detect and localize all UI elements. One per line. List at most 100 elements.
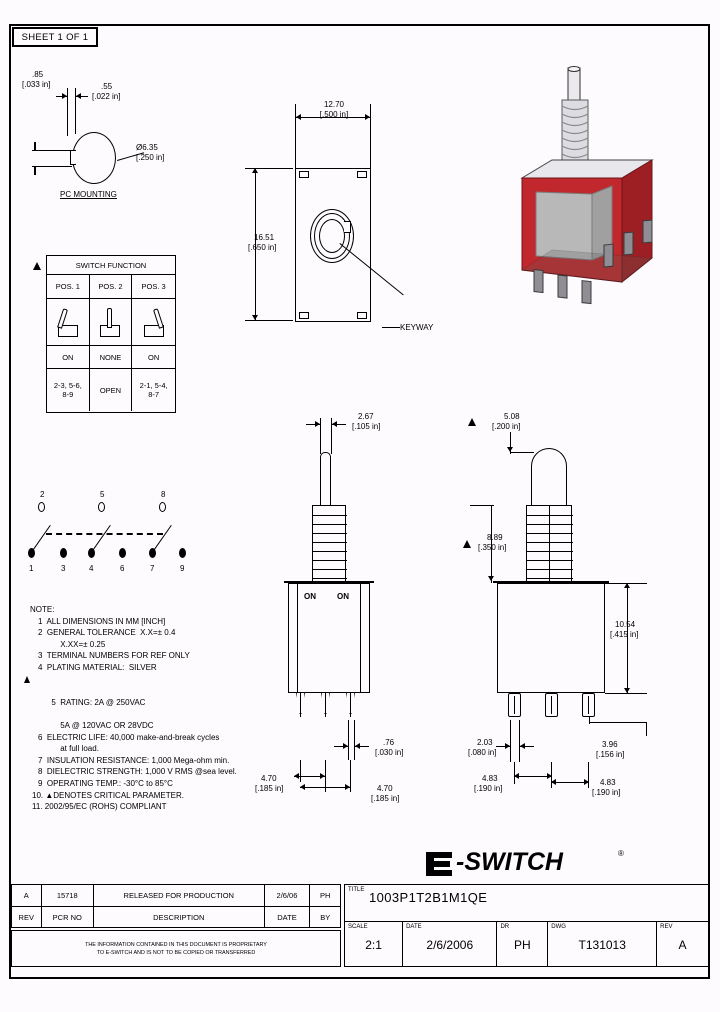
side-term-l-tick-left (589, 716, 590, 724)
side-term-arrow-right (520, 743, 525, 749)
title-value: 1003P1T2B1M1QE (369, 890, 488, 905)
side-term-l-dim-line (589, 722, 647, 723)
front-lever-dim-line-left (306, 424, 320, 425)
pcm-arrow-left-b (76, 93, 81, 99)
top-width-arrow-left (296, 114, 301, 120)
function-table-pos3-circuits: 2-1, 5-4, 8-7 (139, 381, 168, 399)
revision-rev-value: A (12, 885, 42, 906)
front-view-terminal-lead-3 (350, 693, 351, 717)
side-pitch2-arrow-right (584, 779, 589, 785)
top-view-bushing-ring-mid (314, 213, 350, 259)
schematic-bottom-terminal-7: 7 (150, 564, 155, 573)
top-height-arrow-down (252, 315, 258, 320)
disclaimer-line-1: THE INFORMATION CONTAINED IN THIS DOCUME… (85, 941, 267, 948)
note-item-6: 6 ELECTRIC LIFE: 40,000 make-and-break c… (38, 732, 220, 742)
top-view-notch-tl (299, 171, 309, 178)
top-view-outline (295, 168, 371, 322)
front-lever-ext-left (320, 418, 321, 454)
thread-line (527, 533, 573, 534)
top-height-ext-upper (245, 168, 293, 169)
front-pitch1-in: [.185 in] (255, 784, 284, 793)
terminal-schematic: 2 5 8 1 3 4 6 7 9 (22, 490, 222, 582)
pcm-leader-bottom (32, 166, 72, 167)
notes-block: NOTE: 1 ALL DIMENSIONS IN MM [INCH] 2 GE… (24, 604, 280, 813)
side-view-bushing-center-line (549, 506, 550, 586)
thread-line (313, 524, 347, 525)
pcm-leader-top (32, 150, 72, 151)
note-item-10: 10. ▲DENOTES CRITICAL PARAMETER. (32, 790, 184, 800)
front-view-on-mark-left: ON (304, 592, 316, 601)
front-term-ext-b (354, 720, 355, 760)
thread-line (313, 578, 347, 579)
side-lever-ext (510, 432, 511, 454)
schematic-bottom-terminal-1: 1 (29, 564, 34, 573)
keyway-leader-tail (382, 327, 400, 328)
thread-line (527, 578, 573, 579)
note-item-8: 8 DIELECTRIC STRENGTH: 1,000 V RMS @sea … (38, 767, 237, 777)
side-term-w-in: [.080 in] (468, 748, 497, 757)
title-label: TITLE (348, 887, 365, 893)
revision-date-value: 2/6/06 (265, 885, 311, 906)
top-width-dim-line (296, 117, 370, 118)
note-item-3: 3 TERMINAL NUMBERS FOR REF ONLY (38, 651, 190, 661)
function-table-pos3-state: ON (132, 346, 175, 369)
function-table-pos2-header: POS. 2 (89, 275, 133, 299)
thread-line (527, 524, 573, 525)
side-bush-dim-line (491, 505, 492, 583)
top-height-arrow-up (252, 168, 258, 173)
thread-line (313, 569, 347, 570)
side-term-ext-b (519, 720, 520, 762)
brand-registered-mark: ® (618, 849, 624, 858)
side-pitch1-in: [.190 in] (474, 784, 503, 793)
side-pitch2-arrow-left (551, 779, 556, 785)
side-pitch-ext-1 (514, 762, 515, 784)
toggle-center-icon (90, 306, 130, 338)
date-value: 2/6/2006 (426, 938, 474, 952)
function-table-pos3-header: POS. 3 (132, 275, 175, 299)
pcm-ext-line-1 (67, 88, 68, 136)
front-term-arrow-right (355, 743, 360, 749)
function-table-pos1-pictogram (47, 299, 90, 346)
front-pitch2-arrow-left (300, 784, 305, 790)
title-row: TITLE 1003P1T2B1M1QE (344, 884, 709, 922)
toggle-lever (107, 308, 113, 328)
side-view-lever (531, 448, 567, 508)
side-lever-critical-triangle-icon (468, 418, 476, 426)
note-item-7: 7 INSULATION RESISTANCE: 1,000 Mega-ohm … (38, 755, 230, 765)
thread-line (527, 542, 573, 543)
title-block-fields: SCALE 2:1 DATE 2/6/2006 DR PH DWG T13101… (344, 922, 709, 967)
note-5-critical-triangle-icon (24, 675, 30, 683)
schematic-pin-7 (149, 548, 156, 558)
top-ext-left (295, 104, 296, 168)
dwg-label: DWG (551, 924, 566, 930)
function-table-pos2-pictogram (89, 299, 133, 346)
function-table-pos2-circuits: OPEN (90, 369, 133, 411)
top-width-arrow-right (365, 114, 370, 120)
thread-line (313, 542, 347, 543)
side-pitch2-mm: 4.83 (600, 778, 616, 787)
switch-function-table: SWITCH FUNCTION POS. 1 POS. 2 POS. 3 (46, 255, 176, 413)
note-item-6-cont: at full load. (38, 744, 99, 754)
isometric-render-svg (520, 66, 654, 305)
isometric-render (500, 60, 690, 360)
top-view-notch-bl (299, 312, 309, 319)
side-pitch1-mm: 4.83 (482, 774, 498, 783)
front-view-body-edge-left (297, 584, 298, 692)
front-lever-arrow-left (315, 421, 320, 427)
brand-logo: -SWITCH ® (344, 840, 709, 882)
thread-line (527, 515, 573, 516)
scale-value: 2:1 (365, 938, 382, 952)
disclaimer-line-2: TO E-SWITCH AND IS NOT TO BE COPIED OR T… (96, 949, 256, 956)
pcm-dia-mm: Ø6.35 (136, 143, 158, 152)
front-view-body: ON ON (288, 583, 370, 693)
front-view-terminal-lead-2 (325, 693, 326, 717)
thread-line (313, 560, 347, 561)
revision-pcr-header: PCR NO (42, 907, 94, 928)
side-term-l-tick-right (646, 722, 647, 736)
revision-table-data-row: A 15718 RELEASED FOR PRODUCTION 2/6/06 P… (12, 885, 340, 907)
pcm-dim-055-in: [.022 in] (92, 92, 121, 101)
front-pitch2-in: [.185 in] (371, 794, 400, 803)
top-view-bushing-ring-inner (319, 219, 345, 253)
front-pitch2-dim-line (300, 787, 350, 788)
side-term-dim-line-right (520, 746, 534, 747)
